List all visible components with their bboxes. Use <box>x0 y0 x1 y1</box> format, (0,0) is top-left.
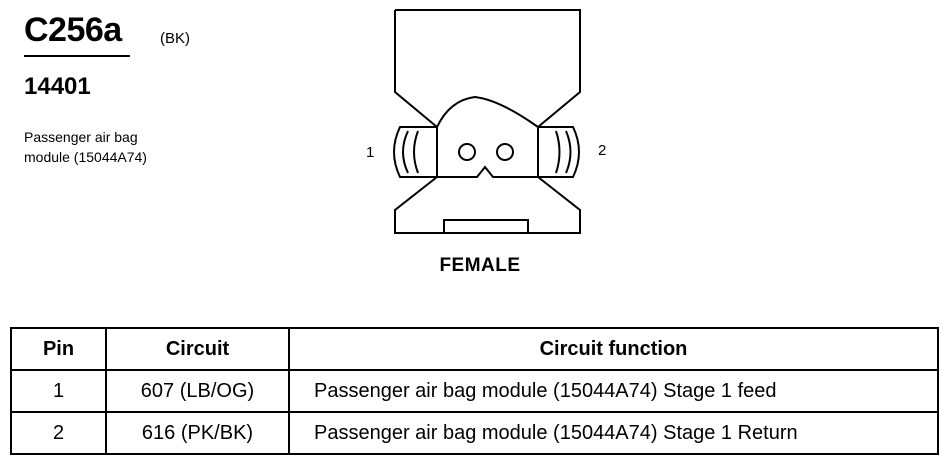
connector-lower-housing <box>394 176 581 234</box>
title-underline <box>24 55 130 57</box>
cell-circuit: 616 (PK/BK) <box>105 411 290 455</box>
pin-cavity-1 <box>458 143 476 161</box>
pinout-table: Pin Circuit Circuit function 1 607 (LB/O… <box>10 327 939 455</box>
cell-pin: 2 <box>10 411 107 455</box>
keyed-insert <box>436 95 539 178</box>
right-latch <box>538 126 580 178</box>
left-latch <box>393 126 437 178</box>
cell-circuit-function: Passenger air bag module (15044A74) Stag… <box>288 369 939 413</box>
table-row: 2 616 (PK/BK) Passenger air bag module (… <box>10 411 939 455</box>
table-header-row: Pin Circuit Circuit function <box>10 327 939 371</box>
cell-pin: 1 <box>10 369 107 413</box>
connector-description: Passenger air bag module (15044A74) <box>24 127 224 167</box>
pin-label-2: 2 <box>598 142 607 159</box>
table-row: 1 607 (LB/OG) Passenger air bag module (… <box>10 369 939 413</box>
connector-id: C256a <box>24 11 122 49</box>
description-line-1: Passenger air bag <box>24 129 138 145</box>
pin-label-1: 1 <box>366 144 375 161</box>
part-number: 14401 <box>24 73 91 100</box>
connector-upper-housing <box>394 9 581 128</box>
cell-circuit-function: Passenger air bag module (15044A74) Stag… <box>288 411 939 455</box>
cell-circuit: 607 (LB/OG) <box>105 369 290 413</box>
connector-face-diagram <box>393 9 581 234</box>
connector-color-code: (BK) <box>160 30 190 47</box>
view-label: FEMALE <box>439 255 521 276</box>
header-pin: Pin <box>10 327 107 371</box>
description-line-2: module (15044A74) <box>24 149 147 165</box>
key-slot <box>443 219 529 234</box>
pin-cavity-2 <box>496 143 514 161</box>
header-circuit-function: Circuit function <box>288 327 939 371</box>
header-circuit: Circuit <box>105 327 290 371</box>
